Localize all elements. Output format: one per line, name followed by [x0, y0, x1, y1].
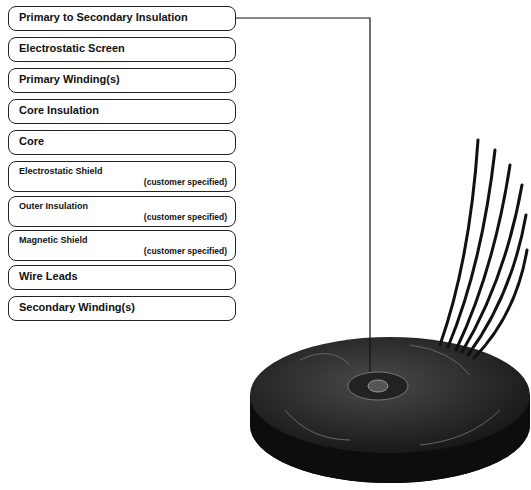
leader-line — [236, 18, 370, 372]
label-box: Wire Leads — [8, 265, 236, 290]
label-box: Secondary Winding(s) — [8, 296, 236, 321]
part-name: Wire Leads — [19, 270, 227, 283]
wire-leads — [440, 140, 527, 358]
part-name: Magnetic Shield — [19, 235, 227, 246]
part-name: Outer Insulation — [19, 201, 227, 212]
part-name: Electrostatic Shield — [19, 166, 227, 177]
centre-bolt — [368, 380, 388, 392]
label-box: Electrostatic Screen — [8, 37, 236, 62]
toroid-top — [250, 337, 530, 453]
part-name: Core — [19, 135, 227, 148]
part-name: Primary Winding(s) — [19, 73, 227, 86]
label-box: Core Insulation — [8, 99, 236, 124]
label-box: Electrostatic Shield(customer specified) — [8, 161, 236, 192]
part-name: Electrostatic Screen — [19, 42, 227, 55]
label-box: Primary Winding(s) — [8, 68, 236, 93]
centre-hole — [348, 372, 408, 400]
winding-segments — [285, 345, 500, 445]
label-box: Magnetic Shield(customer specified) — [8, 230, 236, 261]
label-box: Outer Insulation(customer specified) — [8, 196, 236, 227]
part-note: (customer specified) — [19, 212, 227, 222]
part-note: (customer specified) — [19, 246, 227, 256]
part-note: (customer specified) — [19, 177, 227, 187]
label-box: Primary to Secondary Insulation — [8, 6, 236, 31]
part-name: Primary to Secondary Insulation — [19, 11, 227, 24]
label-box: Core — [8, 130, 236, 155]
part-name: Secondary Winding(s) — [19, 301, 227, 314]
part-name: Core Insulation — [19, 104, 227, 117]
